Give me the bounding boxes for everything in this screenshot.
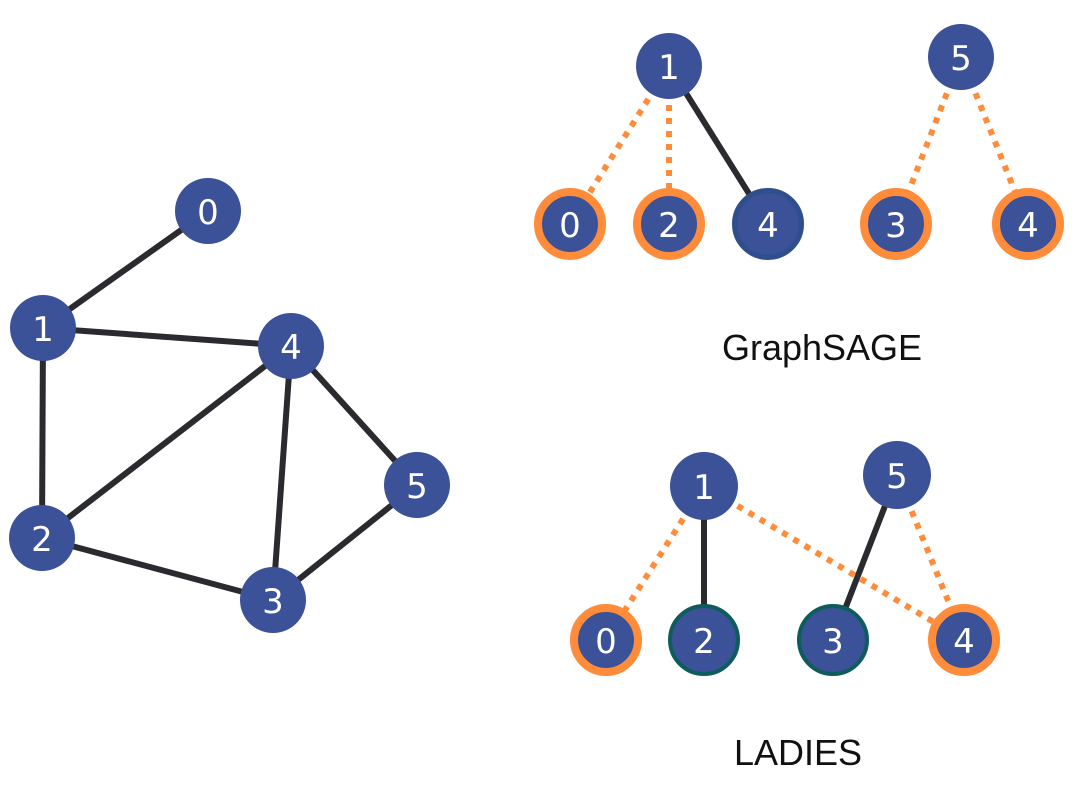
node-circle <box>240 567 306 633</box>
node-label: 2 <box>693 622 715 662</box>
node-circle <box>992 188 1064 260</box>
node-label: 4 <box>1017 206 1039 246</box>
node-label: 4 <box>953 622 975 662</box>
ladies-edge-1-4 <box>702 483 966 643</box>
ladies-layer-node-0: 0 <box>570 604 642 676</box>
node-circle <box>10 295 76 361</box>
node-circle <box>570 604 642 676</box>
node-label: 4 <box>280 328 302 368</box>
graph-edge-3-4 <box>270 345 294 601</box>
node-circle <box>633 188 705 260</box>
node-circle <box>863 441 931 509</box>
node-circle <box>384 452 450 518</box>
graph-node-3: 3 <box>240 567 306 633</box>
graph-edge-2-3 <box>41 535 274 603</box>
node-circle <box>928 24 994 90</box>
ladies-layer-node-4: 4 <box>928 604 1000 676</box>
node-label: 3 <box>885 206 907 246</box>
node-circle <box>668 604 740 676</box>
graph-node-5: 5 <box>384 452 450 518</box>
node-label: 2 <box>658 206 680 246</box>
graph-node-4: 4 <box>258 313 324 379</box>
node-label: 0 <box>197 193 219 233</box>
node-label: 1 <box>658 48 680 88</box>
node-circle <box>534 188 606 260</box>
node-label: 4 <box>757 206 779 246</box>
ladies-sampling: 1 5 0 2 3 4 <box>570 441 1000 676</box>
ladies-root-1: 1 <box>670 452 738 520</box>
node-circle <box>732 188 804 260</box>
node-circle <box>175 178 241 244</box>
original-graph: 0 1 2 3 4 5 <box>9 178 450 633</box>
graph-edge-0-1 <box>41 208 210 331</box>
node-label: 0 <box>595 622 617 662</box>
graphsage-caption: GraphSAGE <box>722 327 922 368</box>
graph-node-1: 1 <box>10 295 76 361</box>
graph-edge-1-4 <box>42 325 292 349</box>
node-label: 1 <box>32 310 54 350</box>
ladies-caption: LADIES <box>734 732 862 773</box>
node-circle <box>258 313 324 379</box>
node-circle <box>797 604 869 676</box>
node-circle <box>636 33 702 99</box>
node-circle <box>9 505 75 571</box>
graph-node-2: 2 <box>9 505 75 571</box>
node-label: 1 <box>693 468 715 508</box>
graphsage-child-4: 4 <box>992 188 1064 260</box>
ladies-layer-node-2: 2 <box>668 604 740 676</box>
graphsage-sampling: 1 0 2 4 5 3 4 <box>534 24 1064 260</box>
node-label: 5 <box>406 467 428 507</box>
node-label: 2 <box>31 520 53 560</box>
node-label: 5 <box>950 39 972 79</box>
node-circle <box>670 452 738 520</box>
graphsage-child-2: 2 <box>633 188 705 260</box>
graph-edge-2-4 <box>40 343 293 541</box>
node-label: 0 <box>559 206 581 246</box>
graph-node-0: 0 <box>175 178 241 244</box>
graphsage-child-3: 3 <box>860 188 932 260</box>
graph-edge-1-2 <box>39 327 46 539</box>
graphsage-child-4: 4 <box>732 188 804 260</box>
ladies-root-5: 5 <box>863 441 931 509</box>
node-circle <box>860 188 932 260</box>
node-circle <box>928 604 1000 676</box>
node-label: 3 <box>822 622 844 662</box>
graphsage-child-0: 0 <box>534 188 606 260</box>
node-label: 3 <box>262 582 284 622</box>
graphsage-root-1: 1 <box>636 33 702 99</box>
graphsage-root-5: 5 <box>928 24 994 90</box>
node-label: 5 <box>886 457 908 497</box>
ladies-layer-node-3: 3 <box>797 604 869 676</box>
